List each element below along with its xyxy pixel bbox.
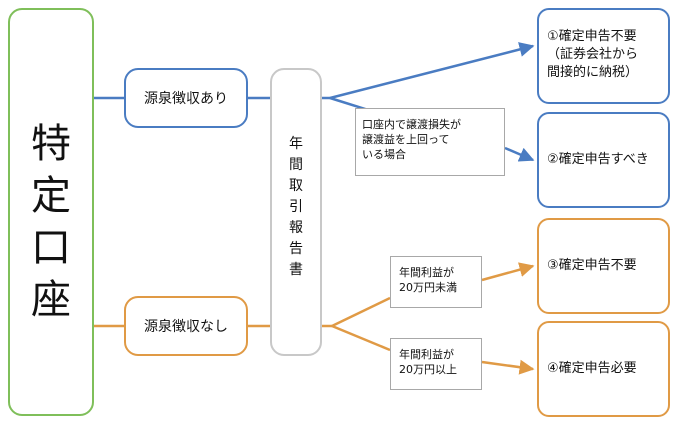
result-4-box: ④確定申告必要 — [537, 321, 670, 417]
profit-over-200k-box: 年間利益が 20万円以上 — [390, 338, 482, 390]
arrow-to-result-1 — [329, 42, 535, 100]
profit-over-line-2: 20万円以上 — [399, 363, 457, 376]
result-3-box: ③確定申告不要 — [537, 218, 670, 314]
result-1-box: ①確定申告不要 （証券会社から 間接的に納税） — [537, 8, 670, 104]
result-4-text: ④確定申告必要 — [547, 361, 637, 376]
loss-condition-line-2: 譲渡益を上回って — [362, 133, 450, 146]
arrow-to-result-4 — [481, 359, 535, 375]
loss-condition-box: 口座内で譲渡損失が 譲渡益を上回って いる場合 — [355, 108, 505, 176]
line-to-over-condition — [331, 324, 391, 352]
result-2-text: ②確定申告すべき — [547, 152, 649, 167]
specific-account-title: 特 定 口 座 — [31, 121, 71, 323]
annual-trade-report-box: 年 間 取 引 報 告 書 — [270, 68, 322, 356]
loss-condition-line-3: いる場合 — [362, 148, 406, 161]
withholding-yes-box: 源泉徴収あり — [124, 68, 248, 128]
profit-under-line-1: 年間利益が — [399, 266, 454, 279]
result-3-text: ③確定申告不要 — [547, 258, 637, 273]
arrow-to-result-3 — [481, 262, 535, 282]
withholding-yes-label: 源泉徴収あり — [144, 91, 228, 107]
annual-trade-report-label: 年 間 取 引 報 告 書 — [289, 136, 303, 278]
specific-account-box: 特 定 口 座 — [8, 8, 94, 416]
line-to-under-condition — [331, 296, 391, 328]
profit-under-200k-box: 年間利益が 20万円未満 — [390, 256, 482, 308]
withholding-no-box: 源泉徴収なし — [124, 296, 248, 356]
result-2-box: ②確定申告すべき — [537, 112, 670, 208]
profit-over-line-1: 年間利益が — [399, 348, 454, 361]
result-1-text: ①確定申告不要 （証券会社から 間接的に納税） — [547, 29, 639, 80]
profit-under-line-2: 20万円未満 — [399, 281, 457, 294]
withholding-no-label: 源泉徴収なし — [144, 319, 228, 335]
arrow-to-result-2 — [504, 146, 535, 162]
loss-condition-line-1: 口座内で譲渡損失が — [362, 118, 461, 131]
